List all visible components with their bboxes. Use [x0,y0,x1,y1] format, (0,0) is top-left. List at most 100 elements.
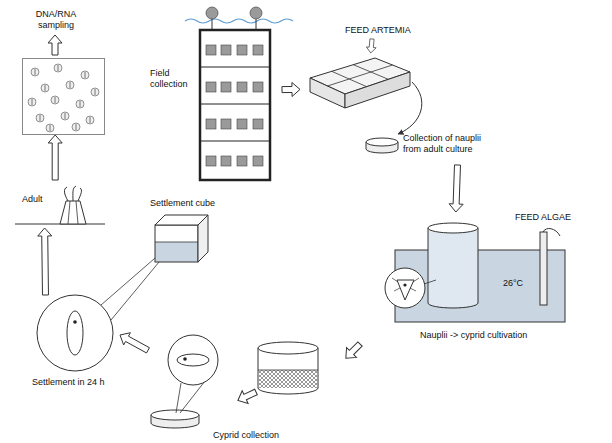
flow-arrow [449,165,463,212]
drawing-part [385,268,425,308]
drawing-part [200,30,270,180]
drawing-part [86,116,94,124]
drawing-part [151,410,199,420]
flow-arrow [38,228,52,295]
drawing-part [101,252,162,305]
drawing-part [155,242,198,262]
cyprid-dish [151,335,218,428]
field-rack [185,7,293,180]
drawing-part [51,96,59,104]
drawing-part [543,229,560,236]
drawing-part [206,45,216,55]
drawing-part [253,45,263,55]
drawing-part [37,295,113,371]
drawing-part [258,348,318,394]
drawing-part [397,280,414,300]
drawing-part [392,278,419,291]
drawing-part [180,381,205,413]
drawing-part [185,19,293,23]
drawing-part [72,123,80,131]
stage-node: Adult [12,180,108,228]
feed-arrow [366,39,377,54]
drawing-part [168,335,218,385]
drawing-part [221,82,231,92]
drawing-part [46,124,54,132]
stage-label: Field collection [150,68,198,90]
drawing-part [250,7,262,19]
stage-label: Nauplii -> cyprid cultivation [420,330,570,341]
drawing-part [206,45,263,166]
drawing-part [253,119,263,129]
drawing-part [428,223,478,233]
drawing-part [67,311,83,355]
drawing-part [68,201,70,224]
drawing-part [200,67,270,68]
stage-label: FEED ARTEMIA [345,25,417,36]
drawing-part [200,141,270,142]
stage-label: DNA/RNA sampling [26,9,86,31]
drawing-part [253,156,263,166]
drawing-part [41,84,49,92]
drawing-part [206,119,216,129]
stage-node: FEED ARTEMIA Collection of nauplii from a… [300,25,493,165]
stage-node: Settlement cube [148,195,224,268]
sieve [258,342,318,394]
adult-barnacle [15,186,105,224]
drawing-part [76,100,84,108]
drawing-part [206,156,216,166]
stage-label: Settlement in 24 h [32,377,118,388]
drawing-part [366,138,398,146]
stage-node: Cyprid collection [148,330,300,443]
drawing-part [28,98,36,106]
drawing-part [206,82,216,92]
flow-arrow [48,135,62,180]
drawing-part [155,225,198,262]
drawing-part [60,201,86,224]
output-arrow [48,35,62,55]
drawing-part [73,320,77,324]
drawing-part [198,215,208,262]
drawing-part [259,370,317,388]
drawing-part [540,232,547,305]
sample-grains [28,64,99,132]
culture-tray [310,58,422,134]
drawing-part [206,7,218,19]
stage-node: Field collection [148,5,282,185]
drawing-part [258,342,318,354]
drawing-part [31,68,39,76]
drawing-part [177,354,209,366]
drawing-part [200,104,270,105]
drawing-part [176,383,181,413]
drawing-part [221,156,231,166]
stage-label: Adult [22,194,52,205]
settlement-view [37,252,164,371]
drawing-part [403,283,406,286]
drawing-part [221,45,231,55]
drawing-part [258,370,318,371]
drawing-part [428,228,478,308]
drawing-part [398,82,422,134]
nauplii-dish [366,138,398,153]
drawing-part [237,156,247,166]
drawing-part [111,256,164,320]
drawing-part [253,82,263,92]
drawing-part [61,112,69,120]
drawing-part [64,186,81,201]
stage-label: Settlement cube [150,198,222,209]
drawing-part [66,81,74,89]
drawing-part [212,18,213,30]
stage-label: 26°C [503,278,535,289]
drawing-part [310,78,345,108]
stage-node: FEED ALGAE26°CNauplii -> cyprid cultivat… [380,212,577,348]
stage-label: Cyprid collection [213,430,298,441]
drawing-part [81,71,89,79]
drawing-part [424,280,436,284]
drawing-part [237,82,247,92]
stage-node: DNA/RNA sampling [22,58,105,135]
stage-label: Collection of nauplii from adult culture [403,133,491,155]
stage-node: Settlement in 24 h [28,295,120,395]
drawing-part [91,88,99,96]
drawing-part [155,242,198,243]
